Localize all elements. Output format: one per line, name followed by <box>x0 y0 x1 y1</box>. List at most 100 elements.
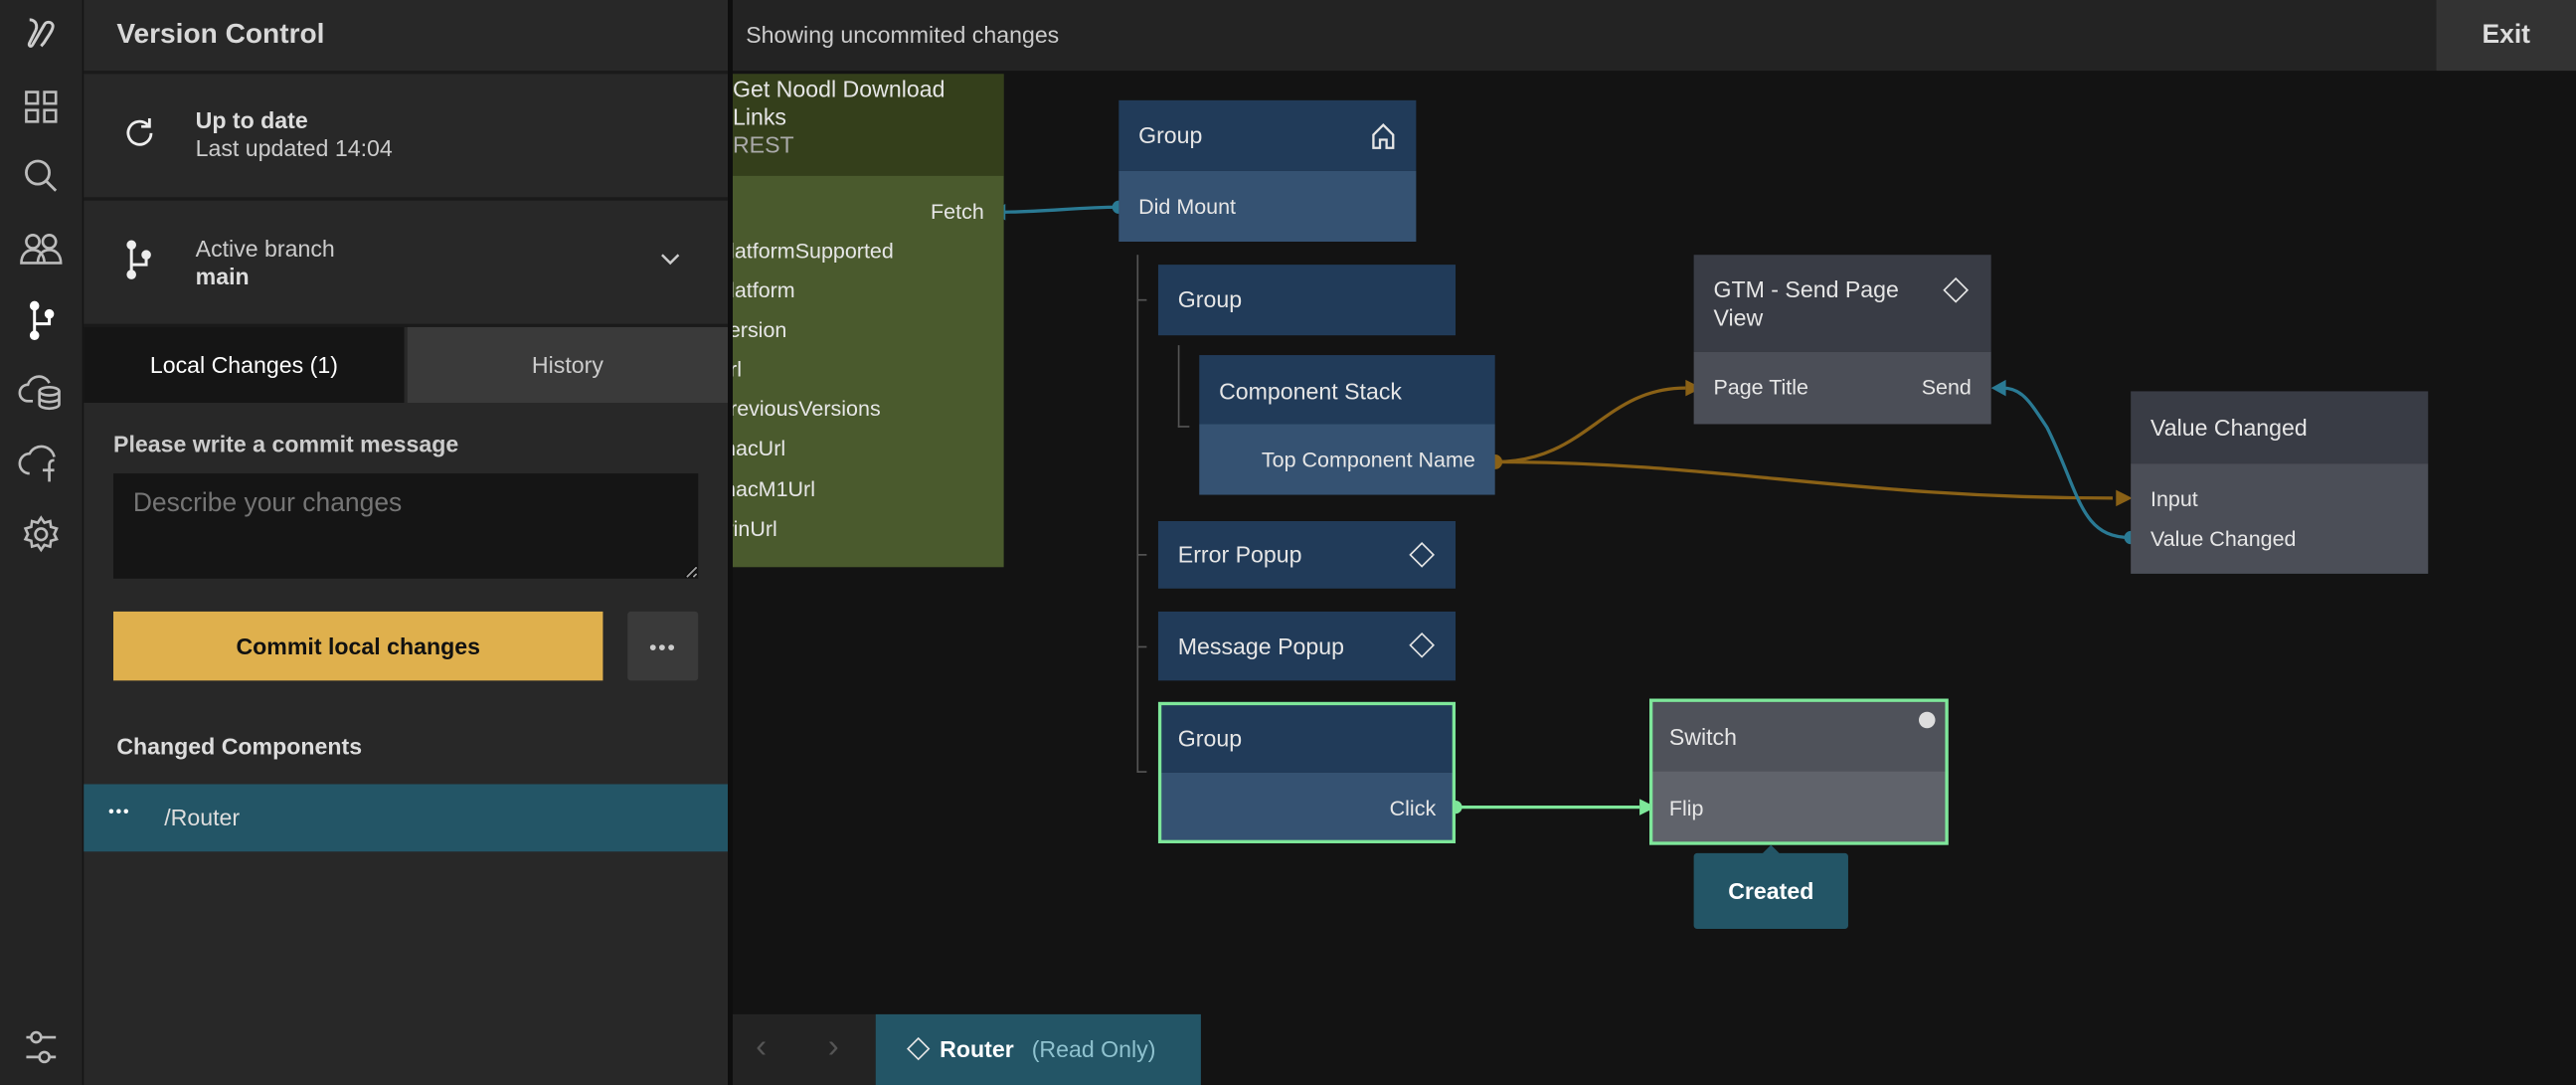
sliders-icon[interactable] <box>17 1025 67 1068</box>
tooltip-arrow <box>1761 844 1782 855</box>
cloud-database-icon[interactable] <box>17 370 67 413</box>
refresh-icon[interactable] <box>121 115 157 160</box>
canvas-status-text: Showing uncommited changes <box>746 21 1060 48</box>
port-macurl[interactable]: macUrl <box>733 436 786 460</box>
node-title: Switch <box>1649 698 1949 772</box>
arrow-input <box>2116 489 2133 507</box>
port-top-component-name[interactable]: Top Component Name <box>1261 447 1475 472</box>
node-title: GTM - Send Page View <box>1693 255 1991 352</box>
panel-divider[interactable] <box>728 0 733 1085</box>
cloud-function-icon[interactable] <box>17 443 67 485</box>
tab-local-changes[interactable]: Local Changes (1) <box>84 326 405 403</box>
node-title: Message Popup <box>1157 611 1457 681</box>
read-only-label: (Read Only) <box>1031 1035 1156 1062</box>
node-component-stack[interactable]: Component Stack Top Component Name <box>1199 355 1495 495</box>
changed-component-item[interactable]: ••• /Router <box>84 784 729 852</box>
component-name: Router <box>940 1035 1014 1062</box>
port-click[interactable]: Click <box>1389 796 1437 820</box>
port-value-changed[interactable]: Value Changed <box>2149 525 2297 551</box>
nav-back-button[interactable]: ‹ <box>756 1028 768 1066</box>
chevron-down-icon <box>659 247 682 276</box>
component-diamond-icon <box>907 1036 931 1061</box>
port-platform[interactable]: platform <box>733 277 795 303</box>
components-grid-icon[interactable] <box>17 86 67 128</box>
port-macm1url[interactable]: macM1Url <box>733 476 815 502</box>
port-previousversions[interactable]: previousVersions <box>732 396 881 422</box>
tree-tick <box>1136 554 1147 556</box>
tab-history[interactable]: History <box>407 326 729 403</box>
port-send[interactable]: Send <box>1921 374 1972 400</box>
created-outline <box>1157 701 1457 843</box>
port-did-mount[interactable]: Did Mount <box>1138 194 1237 219</box>
users-icon[interactable] <box>17 227 67 270</box>
commit-button[interactable]: Commit local changes <box>113 611 603 681</box>
node-error-popup[interactable]: Error Popup <box>1157 521 1457 589</box>
port-page-title[interactable]: Page Title <box>1713 374 1809 400</box>
wire-topname-pagetitle <box>1494 386 1686 464</box>
tree-tick <box>1136 645 1147 648</box>
port-url[interactable]: url <box>733 356 742 382</box>
commit-message-input[interactable] <box>113 473 699 579</box>
node-switch[interactable]: Switch Flip <box>1649 698 1949 845</box>
version-control-panel: Version Control Up to date Last updated … <box>84 0 729 1085</box>
more-options-button[interactable]: ••• <box>627 611 699 681</box>
state-dot-icon <box>1919 711 1936 729</box>
node-title: Group <box>1118 99 1417 171</box>
home-icon <box>1370 121 1396 157</box>
search-icon[interactable] <box>17 154 67 197</box>
node-header: Get Noodl Download Links REST <box>732 74 1004 176</box>
panel-title: Version Control <box>116 18 325 50</box>
created-tooltip: Created <box>1693 852 1848 929</box>
node-title: Value Changed <box>2131 391 2429 464</box>
node-value-changed[interactable]: Value Changed Input Value Changed <box>2131 391 2429 574</box>
arrow-flip <box>1639 799 1656 815</box>
commit-message-label: Please write a commit message <box>113 431 459 457</box>
history-nav: ‹ › <box>732 1013 876 1085</box>
branch-icon <box>123 240 156 287</box>
tree-tick <box>1136 771 1147 773</box>
changed-component-name: /Router <box>164 804 241 830</box>
tree-tick <box>1177 426 1190 428</box>
node-message-popup[interactable]: Message Popup <box>1157 611 1457 681</box>
node-rest[interactable]: Get Noodl Download Links REST Fetch plat… <box>732 74 1004 568</box>
branch-label: Active branch <box>195 235 335 262</box>
item-menu-icon[interactable]: ••• <box>108 804 131 822</box>
canvas-topbar: Showing uncommited changes Exit <box>732 0 2576 72</box>
node-title: Get Noodl Download Links <box>732 76 945 130</box>
component-tab-router[interactable]: Router (Read Only) <box>875 1013 1201 1085</box>
noodl-logo-icon[interactable] <box>17 12 67 55</box>
arrow-send <box>1990 379 2006 397</box>
branch-icon[interactable] <box>17 299 67 342</box>
status-subtitle: Last updated 14:04 <box>195 134 393 161</box>
branch-selector[interactable]: Active branch main <box>84 201 729 327</box>
branch-name: main <box>195 263 250 289</box>
node-subtitle: REST <box>732 131 794 158</box>
port-flip[interactable]: Flip <box>1668 796 1704 820</box>
node-gtm-send-page-view[interactable]: GTM - Send Page View Page Title Send <box>1693 255 1991 425</box>
port-input[interactable]: Input <box>2149 486 2198 512</box>
node-group-root[interactable]: Group Did Mount <box>1118 99 1417 242</box>
wire-didmount-fetch <box>1000 205 1119 214</box>
node-title: Component Stack <box>1199 355 1495 425</box>
tree-line <box>1177 345 1180 428</box>
exit-button[interactable]: Exit <box>2436 0 2576 72</box>
node-title: Group <box>1157 701 1457 773</box>
panel-header: Version Control <box>84 0 729 75</box>
node-group-created[interactable]: Group Click <box>1157 701 1457 843</box>
tree-tick <box>1136 298 1147 301</box>
wire-valuechanged-send <box>2002 386 2132 540</box>
port-platformsupported[interactable]: platformSupported <box>732 238 894 264</box>
port-fetch[interactable]: Fetch <box>931 199 984 224</box>
settings-gear-icon[interactable] <box>17 513 67 556</box>
changed-components-heading: Changed Components <box>116 733 363 760</box>
nav-forward-button[interactable]: › <box>827 1028 839 1066</box>
tree-line <box>1136 255 1139 773</box>
sync-status: Up to date Last updated 14:04 <box>84 73 729 201</box>
node-title: Group <box>1157 265 1457 336</box>
port-winurl[interactable]: winUrl <box>733 516 777 541</box>
node-title: Error Popup <box>1157 521 1457 589</box>
connections-layer <box>990 200 2138 815</box>
node-canvas[interactable]: Showing uncommited changes Exit Get Nood… <box>732 0 2576 1085</box>
port-version[interactable]: version <box>733 317 787 342</box>
node-group[interactable]: Group <box>1157 265 1457 336</box>
